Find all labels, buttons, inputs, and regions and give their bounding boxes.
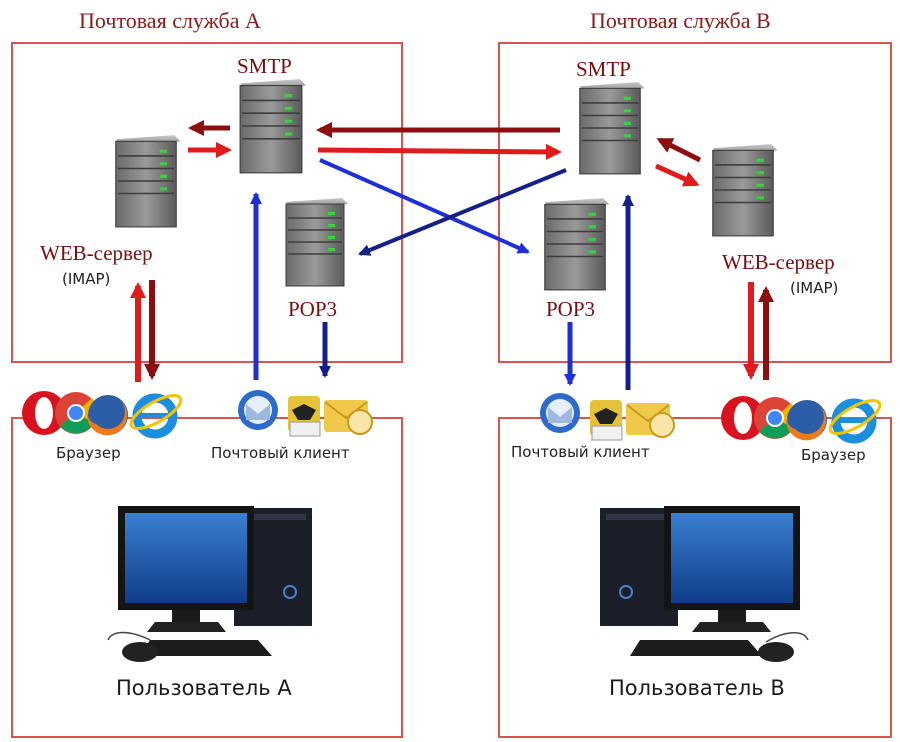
thebat-icon	[288, 396, 321, 437]
outlook-icon	[324, 400, 373, 435]
opera-icon	[721, 396, 765, 440]
thebat-icon	[590, 400, 623, 441]
server-icon	[239, 78, 307, 174]
user-b-box	[498, 417, 892, 738]
opera-icon	[22, 391, 66, 435]
mail-client-a-label: Почтовый клиент	[211, 444, 350, 462]
firefox-icon	[786, 400, 827, 441]
thunderbird-icon	[540, 393, 580, 433]
browser-b-label: Браузер	[801, 446, 866, 464]
user-b-name: Пользователь В	[609, 676, 785, 700]
server-icon	[543, 197, 611, 291]
mail-client-b-label: Почтовый клиент	[511, 443, 650, 461]
pop3-a-label: POP3	[288, 297, 338, 321]
computer-icon	[107, 506, 312, 662]
user-a-box	[11, 417, 403, 738]
service-a-title: Почтовая служба А	[79, 8, 261, 33]
smtp-b-label: SMTP	[576, 57, 631, 81]
server-icon	[114, 134, 182, 228]
user-a-name: Пользователь А	[116, 676, 292, 700]
smtp-a-label: SMTP	[237, 54, 292, 78]
service-b-title: Почтовая служба В	[590, 8, 771, 33]
web-server-b-label: WEB-сервер	[722, 250, 835, 274]
imap-a-label: (IMAP)	[62, 270, 111, 288]
firefox-icon	[87, 395, 128, 436]
server-icon	[711, 143, 779, 237]
pop3-b-label: POP3	[546, 297, 596, 321]
server-icon	[578, 81, 646, 175]
service-a-box	[11, 42, 403, 363]
imap-b-label: (IMAP)	[790, 279, 839, 297]
web-server-a-label: WEB-сервер	[40, 241, 153, 265]
server-icon	[285, 197, 349, 287]
computer-icon	[600, 506, 809, 662]
ie-icon	[129, 393, 183, 439]
thunderbird-icon	[238, 390, 278, 430]
outlook-icon	[626, 403, 675, 438]
service-b-box	[498, 42, 892, 363]
ie-icon	[828, 398, 882, 444]
browser-a-label: Браузер	[56, 444, 121, 462]
